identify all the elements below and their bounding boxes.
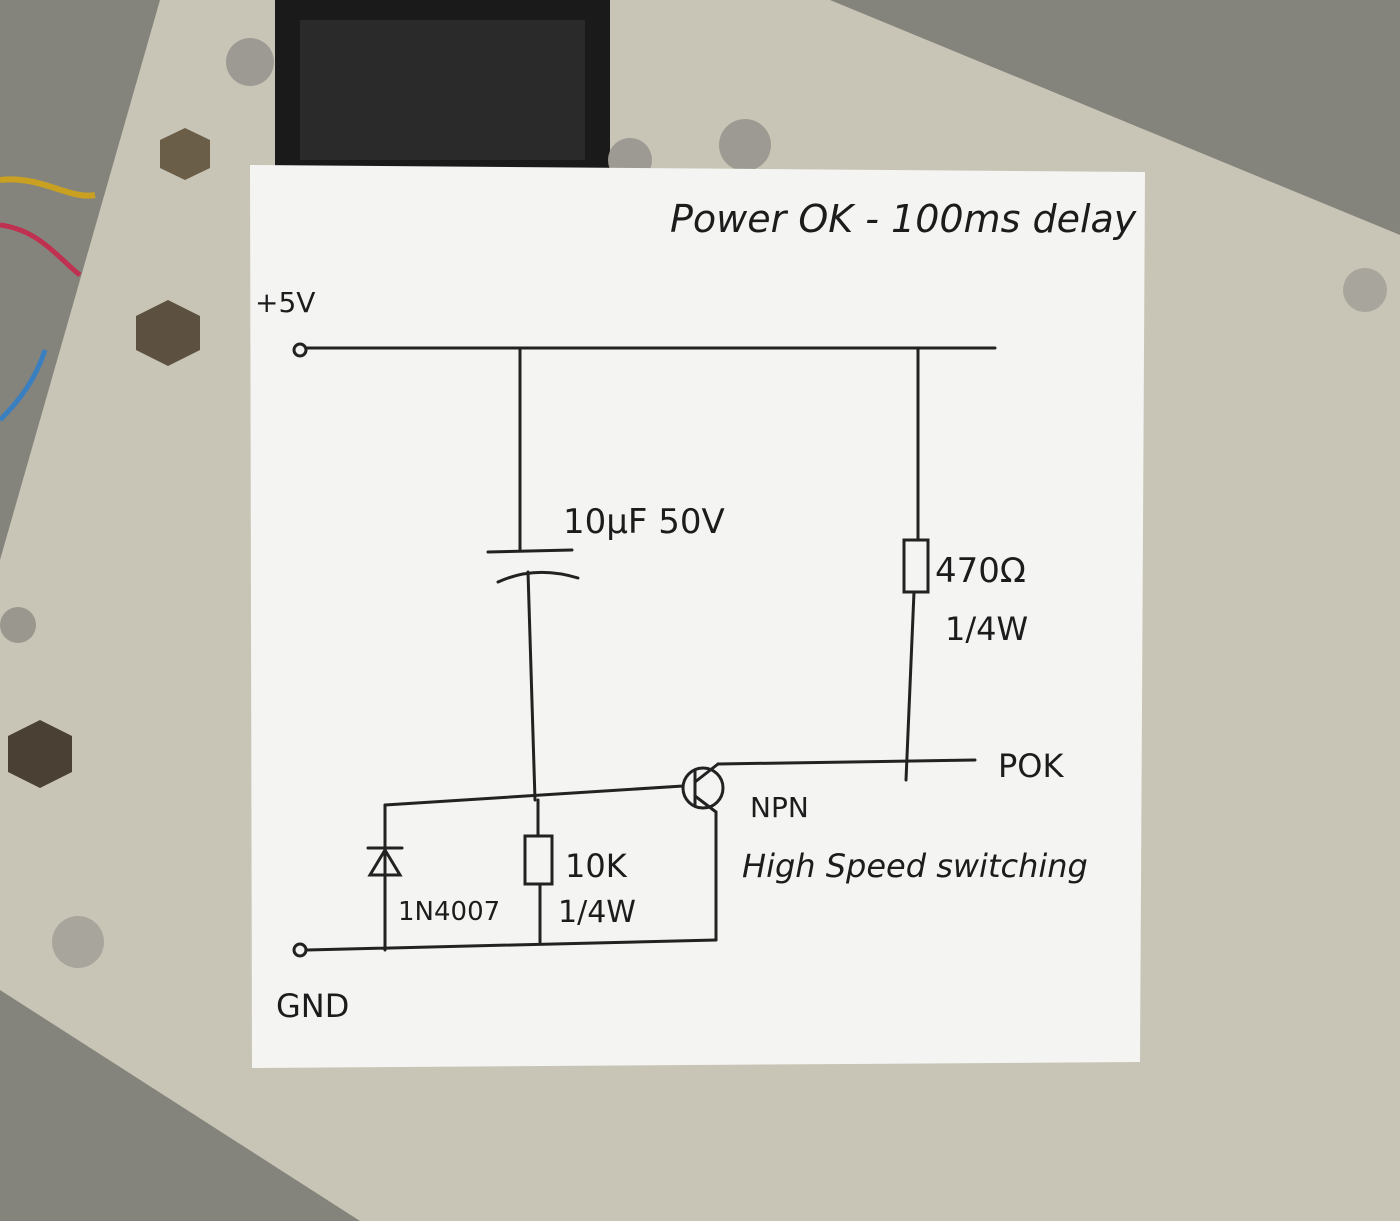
screws: [0, 38, 1387, 968]
pullup-value-label: 470Ω: [935, 551, 1026, 591]
supply-label: +5V: [255, 286, 315, 319]
rivet-icon: [0, 607, 36, 643]
nut-icon: [160, 128, 210, 180]
capacitor-plate-top: [486, 548, 574, 554]
output-label: POK: [998, 747, 1064, 785]
transistor-type-label: NPN: [750, 791, 809, 824]
ground-rail: [305, 938, 718, 952]
screw-icon: [226, 38, 274, 86]
transistor-symbol: [681, 766, 725, 810]
paper-sheet: [250, 165, 1145, 1068]
base-resistor-value-label: 10K: [565, 847, 628, 885]
nut-icon: [136, 300, 200, 366]
ground-label: GND: [276, 987, 349, 1025]
rivet-icon: [52, 916, 104, 968]
base-line: [383, 784, 685, 807]
capacitor-lead-bottom: [526, 570, 537, 802]
output-line: [716, 758, 977, 766]
pullup-power-label: 1/4W: [945, 610, 1028, 648]
capacitor-plate-bottom: [496, 570, 580, 584]
capacitor-label: 10µF 50V: [563, 502, 725, 542]
supply-terminal: [292, 342, 308, 358]
wire-yellow: [0, 176, 96, 199]
screw-icon: [719, 119, 771, 171]
diagram-title: Power OK - 100ms delay: [670, 197, 1137, 241]
power-connector-inner: [300, 20, 585, 160]
transistor-note-label: High Speed switching: [742, 847, 1088, 885]
wire-red: [0, 222, 82, 277]
rivet-icon: [1343, 268, 1387, 312]
base-resistor-power-label: 1/4W: [558, 895, 636, 930]
transistor-terminals: [693, 762, 720, 814]
nut-icon: [8, 720, 72, 788]
wire-blue: [0, 349, 48, 422]
pullup-lead-bottom: [904, 590, 916, 782]
diode-label: 1N4007: [398, 897, 500, 927]
diode-symbol: [366, 846, 404, 877]
pullup-resistor: [902, 538, 930, 594]
